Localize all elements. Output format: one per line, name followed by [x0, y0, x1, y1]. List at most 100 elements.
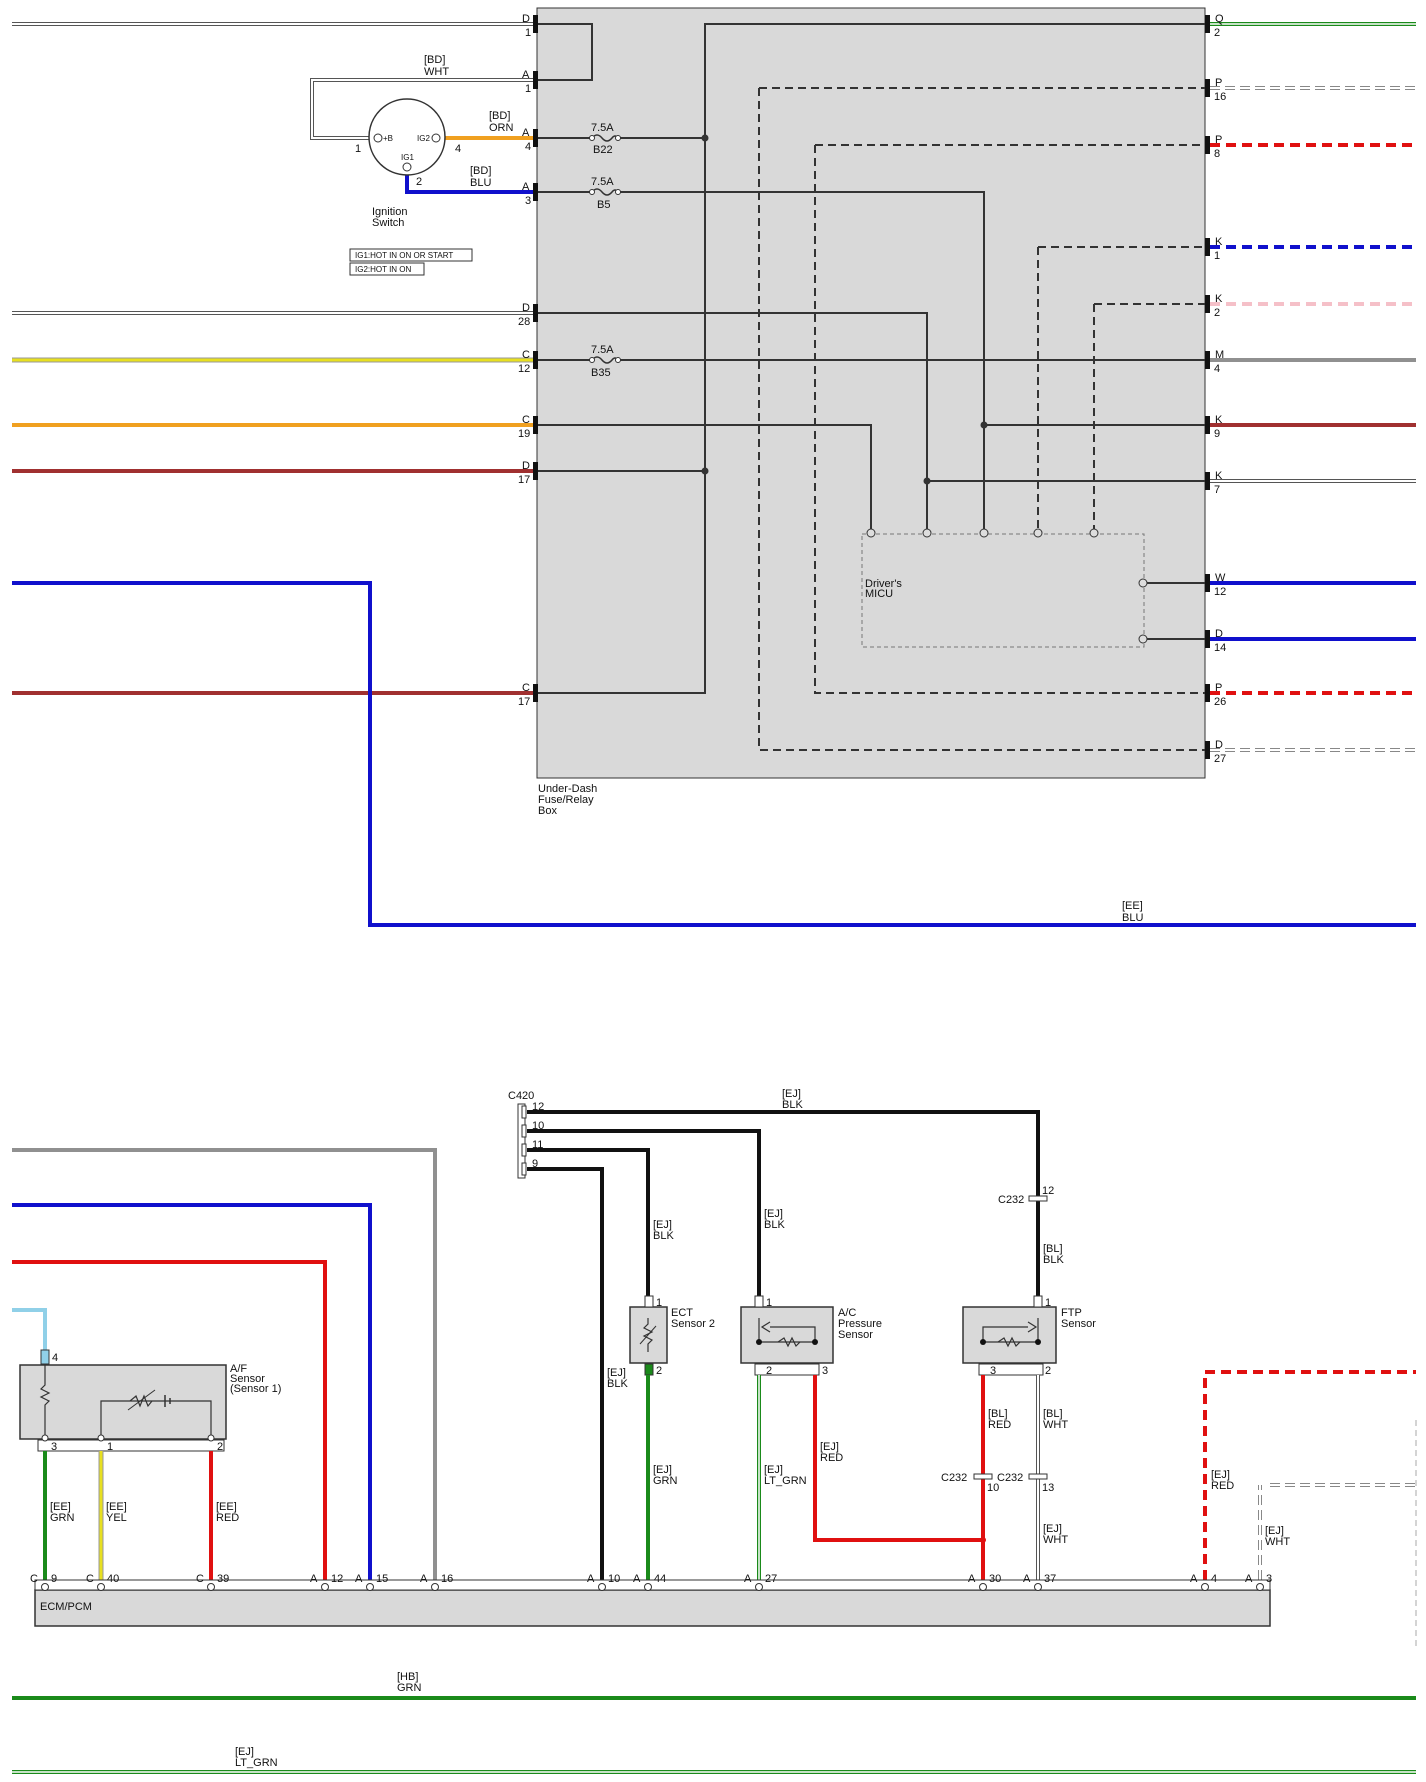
svg-text:YEL: YEL	[106, 1512, 127, 1524]
svg-text:7: 7	[1214, 484, 1220, 496]
svg-text:[EJ]: [EJ]	[782, 1088, 801, 1100]
svg-text:2: 2	[766, 1365, 772, 1377]
svg-text:12: 12	[532, 1101, 544, 1113]
svg-text:Sensor: Sensor	[1061, 1318, 1096, 1330]
svg-text:Box: Box	[538, 805, 557, 817]
svg-text:ORN: ORN	[489, 122, 514, 134]
fuse-box-label: Under-Dash Fuse/Relay Box	[538, 783, 597, 817]
svg-text:[EE]: [EE]	[1122, 900, 1143, 912]
svg-text:[EJ]: [EJ]	[764, 1208, 783, 1220]
svg-text:4: 4	[1211, 1573, 1217, 1585]
svg-text:7.5A: 7.5A	[591, 122, 614, 134]
svg-text:[EE]: [EE]	[106, 1501, 127, 1513]
svg-text:IG2:HOT IN ON: IG2:HOT IN ON	[355, 265, 412, 274]
svg-text:[EJ]: [EJ]	[1265, 1525, 1284, 1537]
svg-text:RED: RED	[1211, 1480, 1234, 1492]
ecm-pin-labels: C 9 C 40 C 39 A 12 A 15 A 16 A 10 A 44 A…	[30, 1573, 1272, 1585]
svg-text:C: C	[522, 414, 530, 426]
right-wires	[1210, 22, 1416, 752]
svg-text:K: K	[1215, 236, 1223, 248]
svg-text:A: A	[633, 1573, 641, 1585]
svg-text:A: A	[968, 1573, 976, 1585]
svg-text:10: 10	[532, 1120, 544, 1132]
svg-text:2: 2	[1214, 307, 1220, 319]
svg-text:GRN: GRN	[50, 1512, 75, 1524]
svg-text:11: 11	[532, 1139, 543, 1151]
svg-text:B22: B22	[593, 144, 613, 156]
svg-text:[BL]: [BL]	[1043, 1408, 1063, 1420]
svg-text:13: 13	[1042, 1482, 1054, 1494]
svg-text:D: D	[1215, 628, 1223, 640]
svg-text:ECM/PCM: ECM/PCM	[40, 1601, 92, 1613]
svg-text:WHT: WHT	[1043, 1419, 1068, 1431]
svg-text:A: A	[522, 127, 530, 139]
svg-text:M: M	[1215, 349, 1224, 361]
svg-text:1: 1	[656, 1297, 662, 1309]
svg-text:P: P	[1215, 77, 1222, 89]
af-wires	[43, 1451, 213, 1580]
svg-text:D: D	[522, 302, 530, 314]
svg-text:2: 2	[1045, 1365, 1051, 1377]
svg-text:Sensor: Sensor	[230, 1373, 265, 1385]
svg-text:D: D	[522, 13, 530, 25]
svg-text:[EJ]: [EJ]	[235, 1746, 254, 1758]
svg-text:39: 39	[217, 1573, 229, 1585]
svg-text:10: 10	[608, 1573, 620, 1585]
svg-text:BLK: BLK	[782, 1099, 803, 1111]
fuse-b5: 7.5A B5	[589, 176, 621, 211]
svg-text:1: 1	[525, 83, 531, 95]
svg-text:17: 17	[518, 474, 530, 486]
svg-text:28: 28	[518, 316, 530, 328]
svg-text:12: 12	[1042, 1185, 1054, 1197]
ecm-pcm: ECM/PCM	[34, 1579, 1271, 1627]
bottom-wire-labels: [EJ] BLK [EJ] BLK [EJ] BLK [EJ] BLK [BL]…	[50, 1088, 1290, 1769]
left-wires	[12, 22, 1416, 927]
svg-text:K: K	[1215, 470, 1223, 482]
svg-text:A: A	[522, 181, 530, 193]
svg-text:[EJ]: [EJ]	[653, 1464, 672, 1476]
svg-text:14: 14	[1214, 642, 1226, 654]
svg-text:C420: C420	[508, 1090, 534, 1102]
svg-text:WHT: WHT	[1265, 1536, 1290, 1548]
svg-text:+B: +B	[383, 134, 393, 143]
bottom-long-wires	[12, 1696, 1416, 1774]
svg-text:1: 1	[107, 1441, 113, 1453]
svg-text:[HB]: [HB]	[397, 1671, 418, 1683]
svg-text:C232: C232	[998, 1194, 1024, 1206]
micu-label: Driver's MICU	[865, 578, 902, 600]
svg-text:1: 1	[1214, 250, 1220, 262]
svg-text:C: C	[196, 1573, 204, 1585]
svg-text:GRN: GRN	[653, 1475, 678, 1487]
svg-text:BLK: BLK	[607, 1378, 628, 1390]
splices	[701, 134, 988, 485]
ignition-switch: +B IG2 IG1 1 4 2 Ignition Switch	[310, 78, 533, 229]
svg-text:3: 3	[1266, 1573, 1272, 1585]
svg-text:FTP: FTP	[1061, 1307, 1082, 1319]
svg-text:16: 16	[1214, 91, 1226, 103]
ignition-legend: IG1:HOT IN ON OR START IG2:HOT IN ON	[349, 248, 473, 276]
svg-text:Sensor: Sensor	[838, 1329, 873, 1341]
svg-text:4: 4	[1214, 363, 1220, 375]
svg-text:Sensor 2: Sensor 2	[671, 1318, 715, 1330]
svg-text:Ignition: Ignition	[372, 206, 407, 218]
splice-red	[980, 1537, 986, 1543]
svg-text:C: C	[86, 1573, 94, 1585]
svg-text:IG1:HOT IN ON OR START: IG1:HOT IN ON OR START	[355, 251, 453, 260]
fuse-box-internal	[537, 23, 1205, 751]
svg-text:IG2: IG2	[417, 134, 430, 143]
svg-text:P: P	[1215, 134, 1222, 146]
svg-text:K: K	[1215, 414, 1223, 426]
svg-text:BLK: BLK	[653, 1230, 674, 1242]
svg-text:A/F: A/F	[230, 1363, 247, 1375]
svg-text:A: A	[1190, 1573, 1198, 1585]
svg-text:1: 1	[1045, 1297, 1051, 1309]
svg-text:Q: Q	[1215, 13, 1224, 25]
svg-text:C: C	[30, 1573, 38, 1585]
svg-text:D: D	[522, 460, 530, 472]
svg-text:30: 30	[989, 1573, 1001, 1585]
svg-text:A: A	[420, 1573, 428, 1585]
svg-text:9: 9	[1214, 428, 1220, 440]
svg-text:[EE]: [EE]	[216, 1501, 237, 1513]
svg-text:3: 3	[51, 1441, 57, 1453]
